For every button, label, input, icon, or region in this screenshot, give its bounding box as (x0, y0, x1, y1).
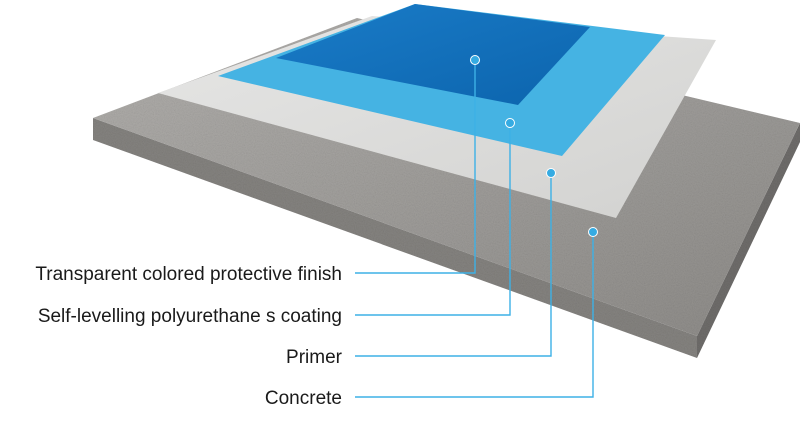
finish-label: Transparent colored protective finish (35, 264, 342, 285)
coating-marker (505, 118, 515, 128)
leader-dots (470, 55, 598, 237)
primer-marker (546, 168, 556, 178)
coating-leader-line (355, 123, 511, 316)
concrete-label: Concrete (265, 388, 342, 409)
primer-label: Primer (286, 347, 343, 368)
concrete-leader-line (355, 232, 594, 398)
leader-lines (355, 60, 594, 398)
layer-labels: Transparent colored protective finish Se… (35, 264, 342, 409)
finish-marker (470, 55, 480, 65)
finish-leader-line (355, 60, 476, 274)
finish-layer (276, 4, 590, 105)
primer-leader-line (355, 173, 552, 357)
concrete-marker (588, 227, 598, 237)
coating-label: Self-levelling polyurethane s coating (38, 306, 342, 327)
concrete-front-face (93, 118, 697, 358)
concrete-side-face (697, 123, 800, 358)
